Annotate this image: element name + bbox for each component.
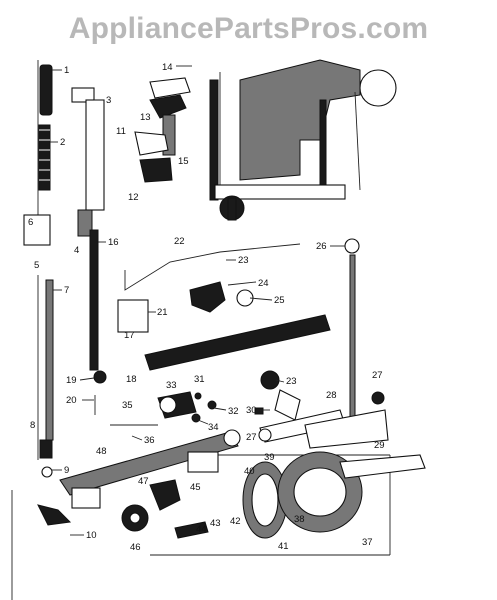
label-23-upper: 23 [238, 255, 249, 266]
label-37: 37 [362, 537, 373, 548]
label-32: 32 [228, 406, 239, 417]
label-35: 35 [122, 400, 133, 411]
label-47: 47 [138, 476, 149, 487]
label-17: 17 [124, 330, 135, 341]
label-27-right: 27 [372, 370, 383, 381]
vertical-bar [344, 238, 360, 421]
label-16: 16 [108, 237, 119, 248]
label-29: 29 [374, 440, 385, 451]
label-34: 34 [208, 422, 219, 433]
label-40: 40 [244, 466, 255, 477]
label-3: 3 [106, 95, 111, 106]
label-19: 19 [66, 375, 77, 386]
label-15: 15 [178, 156, 189, 167]
label-36: 36 [144, 435, 155, 446]
watermark: AppliancePartsPros.com [68, 12, 429, 45]
label-38: 38 [294, 514, 305, 525]
label-14: 14 [162, 62, 173, 73]
hook-assembly [71, 451, 426, 539]
label-45: 45 [190, 482, 201, 493]
label-48: 48 [96, 446, 107, 457]
label-13: 13 [140, 112, 151, 123]
upper-linkage [134, 77, 191, 183]
label-26: 26 [316, 241, 327, 252]
machine-frame [209, 59, 397, 221]
label-11: 11 [116, 126, 126, 137]
label-21: 21 [157, 307, 168, 318]
label-22: 22 [174, 236, 185, 247]
arm-shaft [144, 314, 331, 371]
label-28: 28 [326, 390, 337, 401]
feed-rod [124, 243, 301, 291]
label-10: 10 [86, 530, 97, 541]
label-43: 43 [210, 518, 221, 529]
rods [93, 370, 158, 426]
label-2: 2 [60, 137, 65, 148]
label-46: 46 [130, 542, 141, 553]
label-42: 42 [230, 516, 241, 527]
label-4: 4 [74, 245, 79, 256]
label-12: 12 [128, 192, 139, 203]
bracket [117, 299, 149, 333]
label-7: 7 [64, 285, 69, 296]
label-24: 24 [258, 278, 269, 289]
label-33: 33 [166, 380, 177, 391]
label-27-lower: 27 [246, 432, 257, 443]
label-25: 25 [274, 295, 285, 306]
label-31: 31 [194, 374, 205, 385]
lever-assembly [258, 391, 389, 449]
callout-labels: 1 2 3 4 5 6 7 8 9 10 11 12 13 14 15 16 1… [28, 62, 385, 553]
label-39: 39 [264, 452, 275, 463]
label-44: 44 [196, 524, 207, 535]
cam-assembly [189, 281, 254, 313]
label-20: 20 [66, 395, 77, 406]
label-9: 9 [64, 465, 69, 476]
needle-bar-assembly [23, 64, 105, 526]
label-41: 41 [278, 541, 289, 552]
label-23-lower: 23 [286, 376, 297, 387]
label-30: 30 [246, 405, 257, 416]
middle-parts [157, 370, 301, 423]
label-6: 6 [28, 217, 33, 228]
label-5: 5 [34, 260, 39, 271]
lower-crank [59, 429, 241, 496]
label-8: 8 [30, 420, 35, 431]
label-1: 1 [64, 65, 69, 76]
label-18: 18 [126, 374, 137, 385]
